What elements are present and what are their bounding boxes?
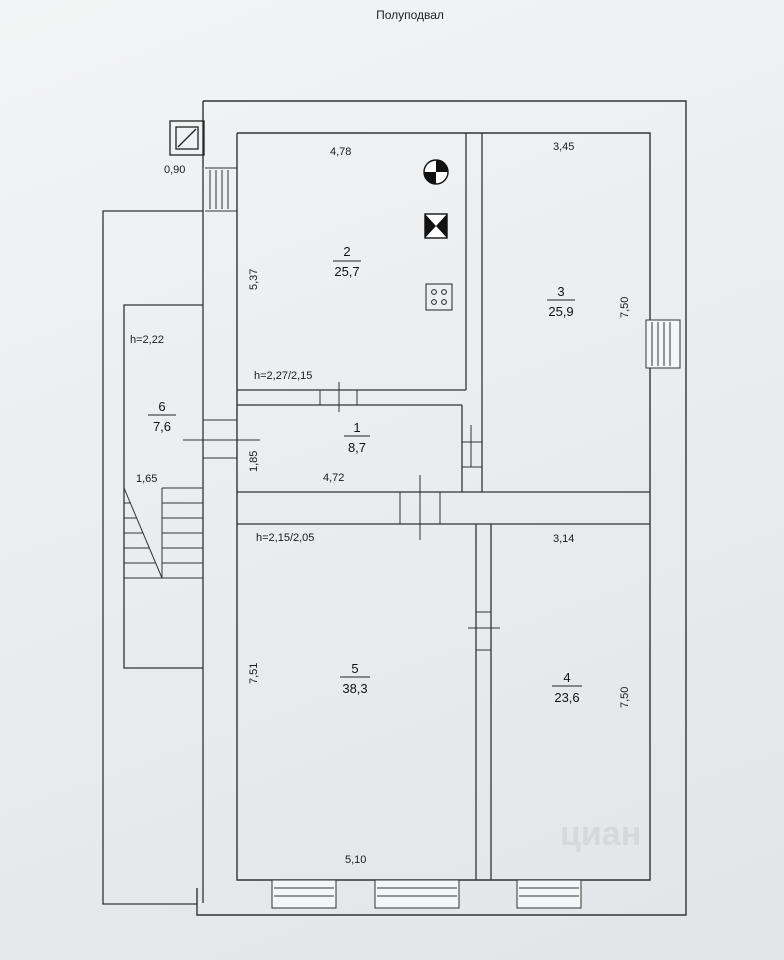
- dim-4-78: 4,78: [330, 146, 351, 158]
- dim-7-50-bottom: 7,50: [619, 687, 631, 708]
- staircase-room-6: [123, 487, 203, 579]
- height-top: h=2,27/2,15: [254, 370, 312, 382]
- vent-box-icon: [169, 120, 205, 156]
- dim-5-37: 5,37: [248, 269, 260, 290]
- room-1-number: 1: [353, 420, 360, 435]
- room-3-area: 25,9: [548, 304, 573, 319]
- windows-bottom: [271, 879, 582, 909]
- dim-1-85: 1,85: [248, 451, 260, 472]
- dim-3-45: 3,45: [553, 141, 574, 153]
- room-5-area: 38,3: [342, 681, 367, 696]
- boiler-icon: [424, 213, 448, 239]
- plan-title: Полуподвал: [376, 8, 444, 22]
- left-annex: [102, 168, 204, 905]
- dim-5-10: 5,10: [345, 854, 366, 866]
- watermark: циан: [560, 815, 641, 853]
- door-marks: [183, 382, 500, 651]
- outer-walls: [196, 100, 687, 916]
- room-label-lines: [148, 260, 582, 687]
- room-1-area: 8,7: [348, 440, 366, 455]
- dim-7-51: 7,51: [248, 663, 260, 684]
- room-2-area: 25,7: [334, 264, 359, 279]
- height-bottom: h=2,15/2,05: [256, 532, 314, 544]
- dim-0-90: 0,90: [164, 164, 185, 176]
- room-6-area: 7,6: [153, 419, 171, 434]
- height-room-6: h=2,22: [130, 334, 164, 346]
- dim-7-50-top: 7,50: [619, 297, 631, 318]
- room-4-number: 4: [563, 670, 570, 685]
- gas-meter-icon: [423, 159, 449, 185]
- dim-3-14: 3,14: [553, 533, 574, 545]
- room-5-number: 5: [351, 661, 358, 676]
- stove-icon: [425, 283, 453, 311]
- dim-1-65: 1,65: [136, 473, 157, 485]
- room-3-number: 3: [557, 284, 564, 299]
- stairs-top-left: [205, 167, 237, 212]
- room-2-number: 2: [343, 244, 350, 259]
- window-right: [645, 319, 681, 369]
- dim-4-72: 4,72: [323, 472, 344, 484]
- room-4-area: 23,6: [554, 690, 579, 705]
- room-6-number: 6: [158, 399, 165, 414]
- interior-walls: [237, 133, 650, 880]
